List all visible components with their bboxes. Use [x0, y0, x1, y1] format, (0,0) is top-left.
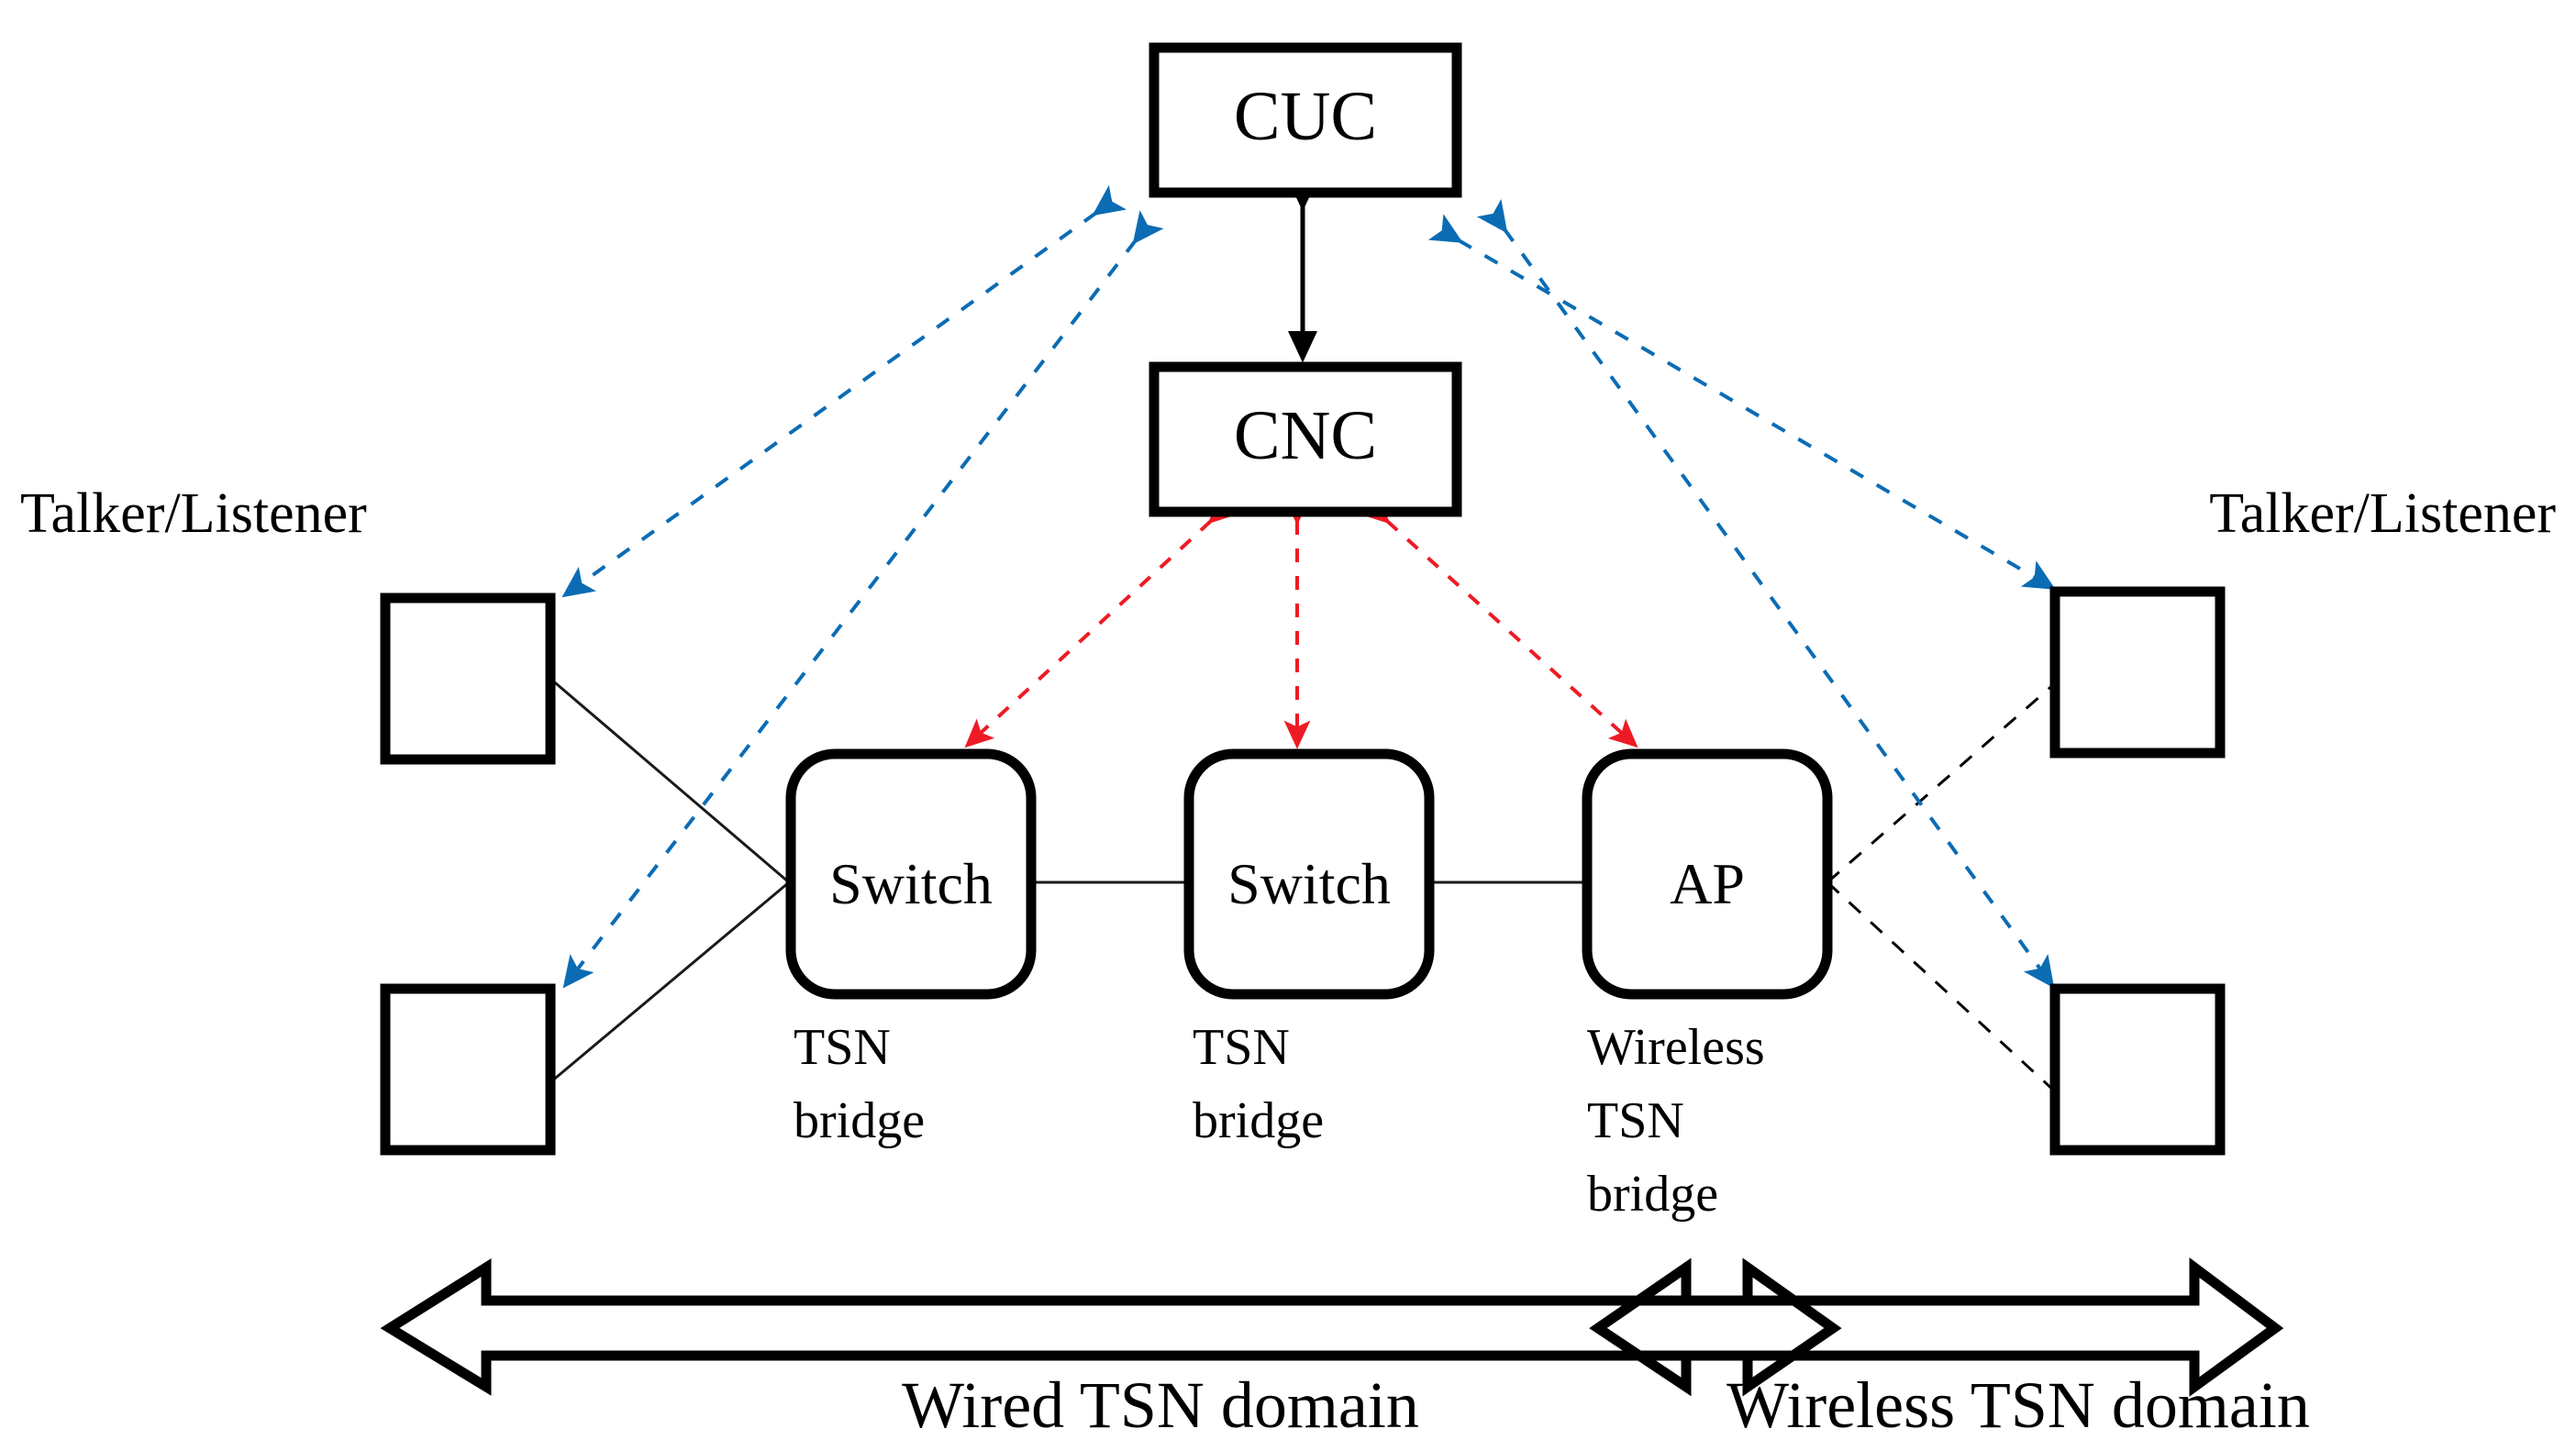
wireless-links-group [1826, 681, 2057, 1093]
flow-cuc-to-station-bottom-right [1476, 199, 2055, 989]
flow-cuc-to-station-top-left [561, 184, 1127, 598]
wireless-link-ap-to-station-br [1826, 881, 2057, 1093]
node-bridge-ap[interactable]: AP Wireless TSN bridge [1582, 748, 1833, 1223]
ap-label: AP [1670, 851, 1745, 916]
switch2-caption-line-1: TSN [1193, 1019, 1290, 1076]
flow-cuc-to-station-bottom-left [562, 210, 1164, 989]
endpoint-station-top-left[interactable] [380, 593, 556, 765]
endpoint-station-top-right[interactable] [2049, 586, 2226, 759]
station-box[interactable] [2049, 983, 2226, 1156]
cuc-box[interactable] [1149, 42, 1462, 198]
cnc-label: CNC [1234, 397, 1377, 474]
link-station-bl-to-switch1 [550, 881, 790, 1084]
node-cuc[interactable]: CUC [1149, 42, 1462, 198]
flow-cnc-to-bridge-ap [1360, 494, 1638, 748]
talker-listener-label-right: Talker/Listener [2209, 482, 2556, 545]
wired-domain-label: Wired TSN domain [902, 1368, 1419, 1442]
cuc-label: CUC [1234, 78, 1377, 155]
domain-span-arrows-group [380, 1257, 2284, 1397]
wired-domain-arrow [380, 1257, 1842, 1397]
talker-listener-label-left: Talker/Listener [20, 482, 367, 545]
switch2-box[interactable] [1183, 748, 1435, 1000]
endpoint-station-bottom-right[interactable] [2049, 983, 2226, 1156]
switch2-caption-line-2: bridge [1193, 1092, 1324, 1149]
wireless-domain-label: Wireless TSN domain [1727, 1368, 2310, 1442]
node-bridge-switch-1[interactable]: Switch TSN bridge [785, 748, 1037, 1149]
ap-caption-line-2: TSN [1587, 1092, 1684, 1149]
flow-cuc-to-station-top-right [1427, 214, 2056, 590]
station-box[interactable] [380, 983, 556, 1156]
ap-box[interactable] [1582, 748, 1833, 1000]
switch1-label: Switch [829, 851, 993, 916]
cnc-box[interactable] [1149, 361, 1462, 517]
node-bridge-switch-2[interactable]: Switch TSN bridge [1183, 748, 1435, 1149]
flow-cnc-to-bridge-switch1 [964, 494, 1238, 748]
node-cnc[interactable]: CNC [1149, 361, 1462, 517]
station-box[interactable] [2049, 586, 2226, 759]
switch2-label: Switch [1227, 851, 1391, 916]
station-box[interactable] [380, 593, 556, 765]
cuc-endpoint-flows-group [561, 184, 2056, 989]
switch1-caption-line-1: TSN [794, 1019, 891, 1076]
ap-caption-line-3: bridge [1587, 1166, 1718, 1223]
switch1-box[interactable] [785, 748, 1037, 1000]
cnc-bridge-flows-group [964, 494, 1638, 749]
endpoint-station-bottom-left[interactable] [380, 983, 556, 1156]
ap-caption-line-1: Wireless [1587, 1019, 1765, 1076]
switch1-caption-line-2: bridge [794, 1092, 925, 1149]
wireless-link-ap-to-station-tr [1827, 681, 2056, 884]
wireless-domain-arrow [1589, 1257, 2284, 1397]
